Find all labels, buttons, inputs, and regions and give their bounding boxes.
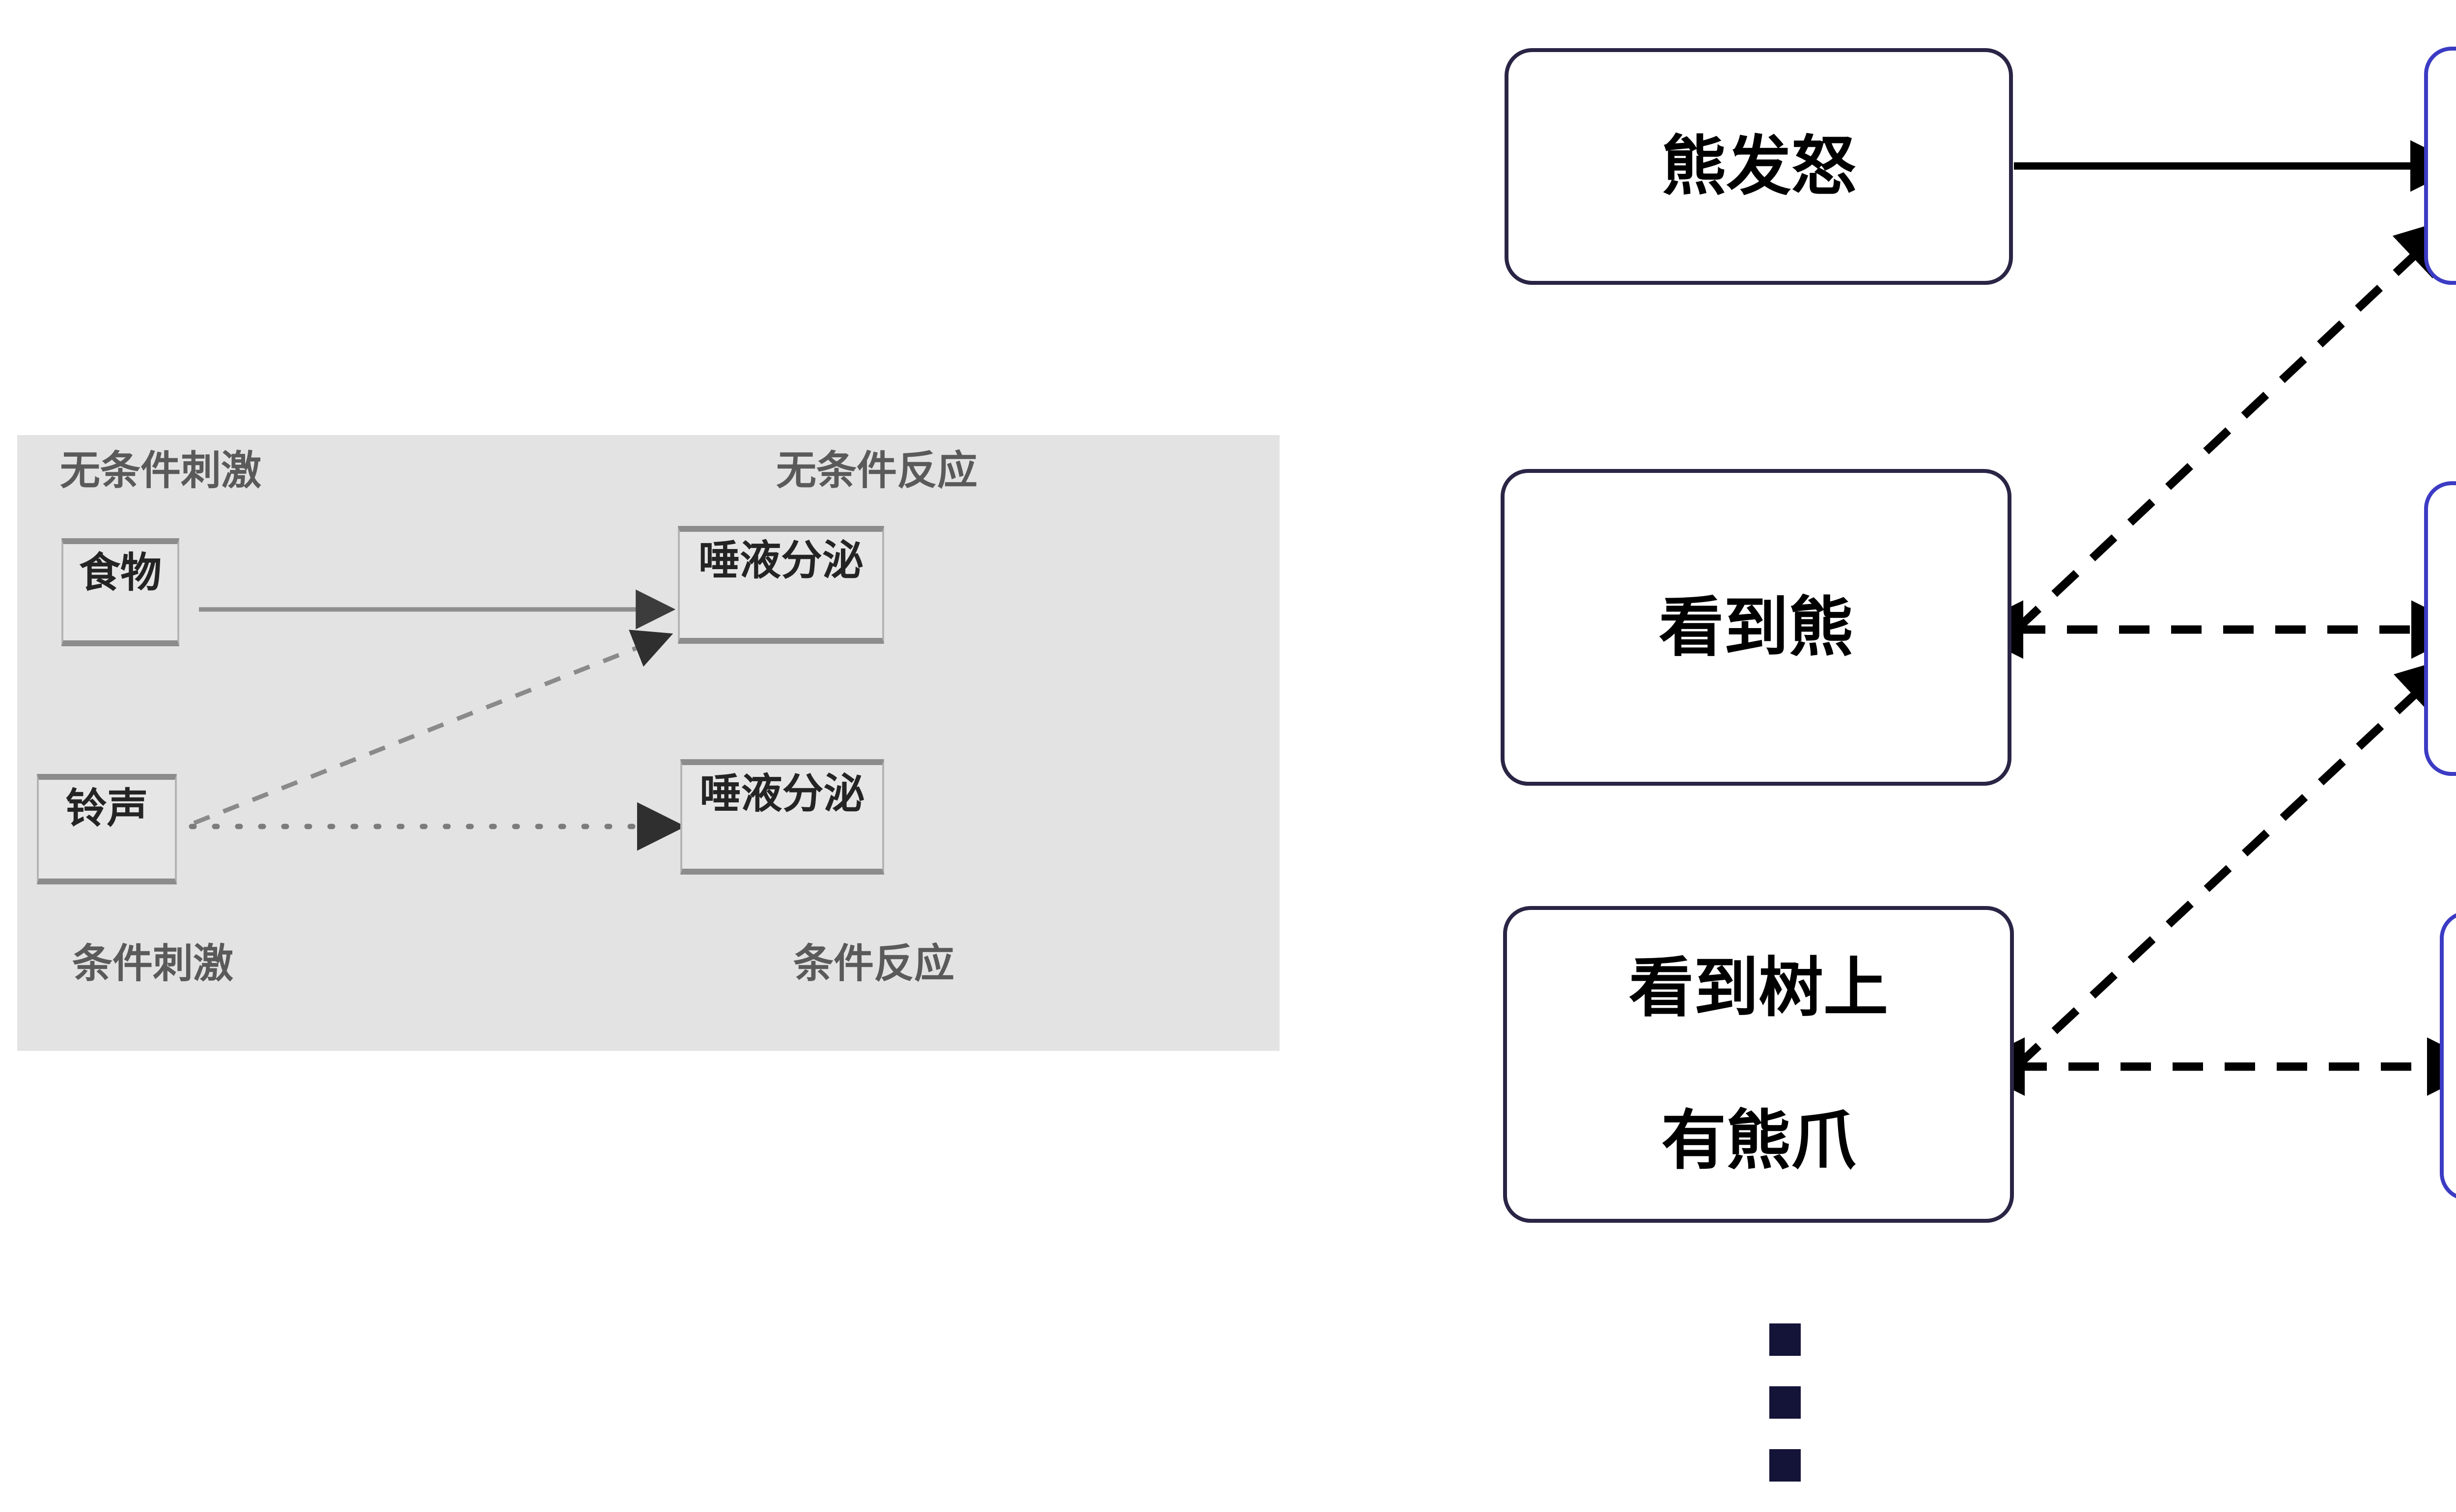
box-bell-label: 铃声 [65,785,148,831]
box-food-label: 食物 [79,550,162,596]
node-bear-angry[interactable]: 熊发怒 [1505,48,2013,285]
ellipsis-dot [1769,1386,1801,1419]
box-salivation-top-label: 唾液分泌 [698,537,864,583]
box-bell: 铃声 [37,774,177,884]
label-conditioned-stimulus: 条件刺激 [72,941,234,986]
node-claw-tree-label: 看到树上 有熊爪 [1629,950,1888,1179]
label-conditioned-response: 条件反应 [793,941,955,986]
label-unconditioned-stimulus: 无条件刺激 [60,448,262,493]
ellipsis-dot [1769,1449,1801,1482]
node-claw-tree-line-2: 有熊爪 [1661,1104,1856,1177]
node-claw-tree[interactable]: 看到树上 有熊爪 [1503,906,2014,1223]
td-arrow-layer [1965,140,2456,1096]
node-reward[interactable]: 奖励 [2424,47,2456,285]
label-unconditioned-response: 无条件反应 [776,448,978,493]
box-salivation-bottom-label: 唾液分泌 [699,770,865,817]
node-see-bear-label: 看到熊 [1659,591,1853,663]
edge-claw-tree-to-v-s-prime [2013,656,2456,1070]
box-salivation-bottom: 唾液分泌 [680,759,884,875]
ellipsis-dot [1769,1323,1801,1356]
box-food: 食物 [61,538,179,646]
edge-see-bear-to-reward [2013,217,2456,633]
vertical-ellipsis-left [1769,1323,1801,1512]
box-salivation-top: 唾液分泌 [678,526,884,644]
node-claw-tree-line-1: 看到树上 [1629,951,1888,1024]
pavlov-arrow-layer [189,589,686,851]
td-learning-panel: 熊发怒 看到熊 看到树上 有熊爪 奖励 V(s′) V(s) [1424,0,2456,1493]
arrow-bell-to-salivation-top [193,630,673,825]
node-v-s[interactable]: V(s) [2440,911,2456,1201]
classical-conditioning-panel: 无条件刺激 无条件反应 条件刺激 条件反应 食物 铃声 唾液分泌 唾液分泌 [17,435,1280,1051]
node-see-bear[interactable]: 看到熊 [1501,469,2011,786]
node-v-s-prime[interactable]: V(s′) [2424,481,2456,776]
node-bear-angry-label: 熊发怒 [1661,130,1856,203]
